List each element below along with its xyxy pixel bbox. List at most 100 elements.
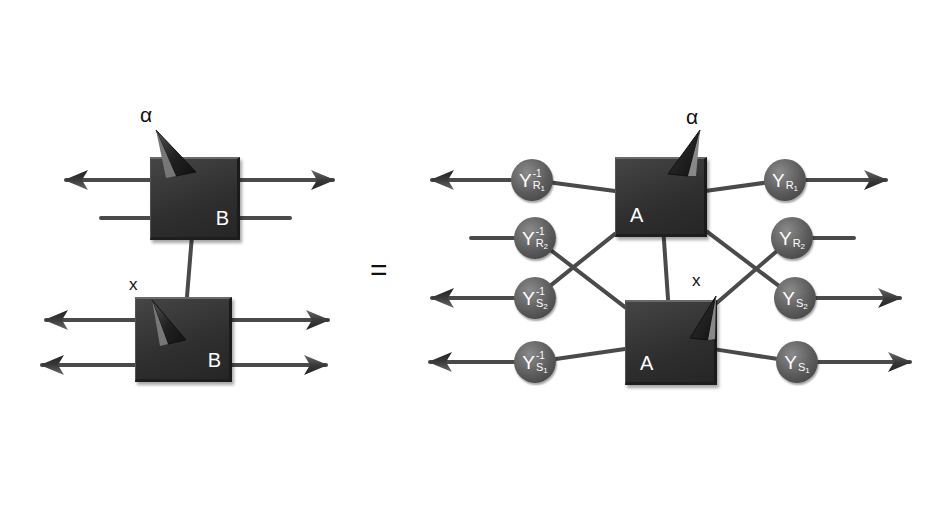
index-flag	[156, 130, 176, 178]
tensor-box: B	[150, 157, 240, 240]
subscript: R	[793, 238, 801, 249]
open-index	[432, 296, 514, 300]
open-index	[101, 216, 152, 220]
matrix-letter: Y	[519, 171, 532, 190]
equals-sign: =	[370, 255, 388, 285]
matrix-letter: Y	[522, 229, 535, 248]
subscript-index: 1	[541, 185, 545, 193]
bond-line	[707, 183, 764, 191]
matrix-circle: Y-1R1	[511, 159, 553, 201]
tensor-label: A	[630, 205, 643, 225]
superscript	[796, 287, 808, 297]
matrix-circle: YR1	[764, 159, 806, 201]
index-flag	[688, 130, 700, 176]
index-label: α	[140, 104, 152, 125]
index-flag	[156, 130, 196, 176]
tensor-label: B	[216, 208, 229, 228]
tensor-box: A	[625, 300, 717, 385]
subscript: R	[533, 180, 541, 191]
tensor-box: B	[135, 297, 232, 382]
open-index	[818, 360, 910, 364]
open-index	[806, 178, 886, 182]
bond-line	[187, 240, 192, 297]
matrix-symbol: Y-1R2	[522, 227, 548, 249]
matrix-letter: Y	[782, 289, 795, 308]
subscript: S	[536, 298, 543, 309]
subscript-index: 1	[794, 185, 798, 193]
matrix-symbol: YS2	[782, 287, 807, 309]
matrix-symbol: Y-1S2	[522, 287, 547, 309]
open-index	[46, 318, 137, 322]
matrix-letter: Y	[772, 171, 785, 190]
bond-line	[717, 350, 776, 359]
index-flag	[152, 300, 168, 346]
script-stack: R2	[793, 227, 805, 249]
open-index	[432, 178, 511, 182]
open-index	[230, 318, 328, 322]
subscript-index: 2	[544, 243, 548, 251]
open-index	[813, 236, 854, 240]
subscript: S	[798, 362, 805, 373]
superscript: -1	[533, 169, 545, 179]
superscript	[798, 351, 810, 361]
open-index	[238, 178, 333, 182]
subscript-index: 1	[805, 367, 809, 375]
open-index	[230, 363, 326, 367]
matrix-circle: Y-1S1	[514, 341, 556, 383]
open-index	[430, 360, 514, 364]
script-stack: -1R2	[536, 227, 548, 249]
index-flag	[152, 300, 186, 344]
bond-line	[551, 234, 615, 285]
matrix-symbol: Y-1S1	[522, 351, 547, 373]
matrix-letter: Y	[522, 289, 535, 308]
open-index	[42, 363, 137, 367]
script-stack: -1R1	[533, 169, 545, 191]
bond-line	[552, 251, 625, 307]
matrix-symbol: YS1	[784, 351, 809, 373]
matrix-letter: Y	[522, 353, 535, 372]
matrix-circle: YS2	[774, 277, 816, 319]
bond-line	[717, 252, 776, 303]
index-flag	[708, 296, 716, 340]
tensor-label: A	[640, 353, 653, 373]
matrix-circle: YS1	[776, 341, 818, 383]
index-label: x	[692, 272, 701, 289]
subscript: S	[796, 298, 803, 309]
matrix-circle: Y-1S2	[514, 277, 556, 319]
subscript: R	[536, 238, 544, 249]
subscript-index: 2	[543, 303, 547, 311]
script-stack: S2	[796, 287, 808, 309]
superscript: -1	[536, 287, 548, 297]
subscript: R	[786, 180, 794, 191]
bond-line	[556, 349, 625, 359]
subscript: S	[536, 362, 543, 373]
matrix-symbol: YR2	[779, 227, 805, 249]
tensor-label: B	[208, 350, 221, 370]
open-index	[816, 296, 900, 300]
matrix-circle: YR2	[771, 217, 813, 259]
open-index	[66, 178, 152, 182]
tensor-box: A	[615, 157, 707, 237]
superscript: -1	[536, 351, 548, 361]
subscript-index: 1	[543, 367, 547, 375]
script-stack: S1	[798, 351, 810, 373]
script-stack: -1S2	[536, 287, 548, 309]
matrix-symbol: YR1	[772, 169, 798, 191]
index-flag	[690, 296, 716, 340]
bond-line	[664, 237, 668, 300]
open-index	[238, 216, 290, 220]
index-label: x	[129, 276, 138, 293]
subscript-index: 2	[801, 243, 805, 251]
index-label: α	[686, 106, 698, 127]
subscript-index: 2	[803, 303, 807, 311]
script-stack: -1S1	[536, 351, 548, 373]
matrix-letter: Y	[779, 229, 792, 248]
script-stack: R1	[786, 169, 798, 191]
superscript	[786, 169, 798, 179]
matrix-letter: Y	[784, 353, 797, 372]
superscript	[793, 227, 805, 237]
matrix-circle: Y-1R2	[514, 217, 556, 259]
